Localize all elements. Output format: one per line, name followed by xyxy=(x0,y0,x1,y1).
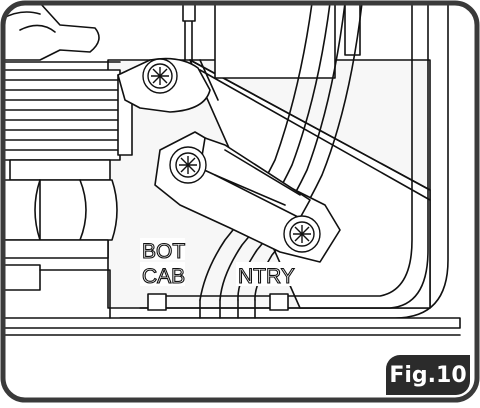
screw-clamp-left xyxy=(169,146,207,184)
embossed-text-line2-left: CAB xyxy=(142,265,185,288)
wing-fitting xyxy=(3,3,100,61)
embossed-text-line1: BOT xyxy=(142,240,185,263)
gland-body xyxy=(3,69,121,161)
bottom-rail xyxy=(3,317,461,329)
figure-label: Fig.10 xyxy=(386,355,470,395)
screw-clamp-right xyxy=(283,215,321,253)
hex-nut xyxy=(3,179,118,241)
top-block xyxy=(214,3,336,79)
embossed-text-line2-right: NTRY xyxy=(238,265,295,288)
screw-top xyxy=(142,58,178,94)
right-wall xyxy=(344,3,361,56)
thread-lines xyxy=(3,79,119,151)
